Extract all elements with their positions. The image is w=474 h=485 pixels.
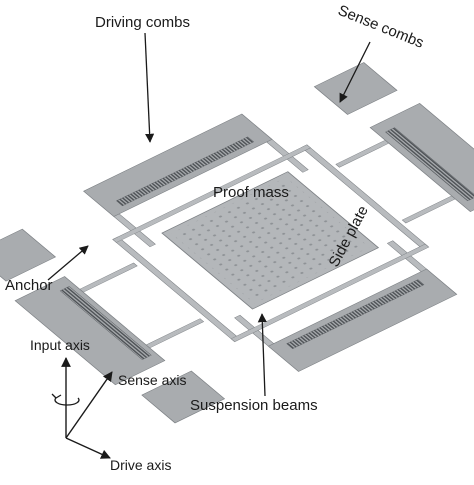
rotation-icon <box>54 397 80 406</box>
plate-top <box>83 113 273 217</box>
label-driving-combs: Driving combs <box>95 14 190 31</box>
plate-right <box>369 103 474 212</box>
label-proof-mass: Proof mass <box>213 184 289 201</box>
plate-bottom <box>267 268 458 372</box>
anchor-top-left <box>0 228 57 282</box>
sense-axis-arrow <box>65 371 113 439</box>
label-sense-combs: Sense combs <box>336 2 427 52</box>
leader-arrows <box>47 32 371 397</box>
anchor-top-right <box>313 62 398 115</box>
arrow-anchor <box>47 245 89 281</box>
label-suspension-beams: Suspension beams <box>190 397 318 414</box>
axis-triad <box>51 357 113 459</box>
proof-mass <box>161 171 380 310</box>
label-sense-axis: Sense axis <box>118 372 186 388</box>
anchor-bottom-left <box>141 370 226 424</box>
anchors <box>0 62 398 424</box>
label-anchor: Anchor <box>5 277 53 294</box>
suspension-beams <box>79 137 461 349</box>
device <box>0 62 474 424</box>
plate-left <box>14 276 166 386</box>
label-input-axis: Input axis <box>30 337 90 353</box>
arrow-suspension-beams <box>257 313 267 397</box>
arrow-driving-combs <box>144 32 155 143</box>
arrow-sense-combs <box>339 41 371 103</box>
label-drive-axis: Drive axis <box>110 457 171 473</box>
rotation-arrowhead-icon <box>51 393 62 399</box>
drive-axis-arrow <box>65 437 111 459</box>
